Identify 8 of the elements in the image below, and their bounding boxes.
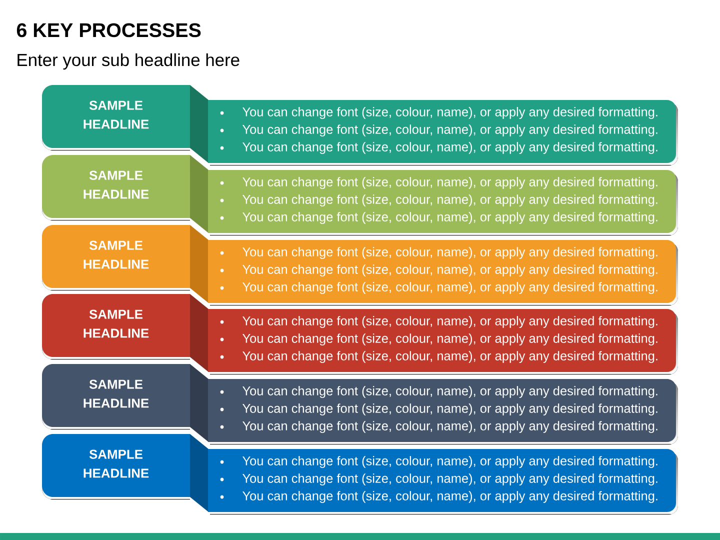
headline-tab: SAMPLE HEADLINE	[42, 85, 190, 150]
headline-tab: SAMPLE HEADLINE	[42, 364, 190, 430]
headline-tab: SAMPLE HEADLINE	[42, 155, 190, 220]
headline-tab: SAMPLE HEADLINE	[42, 294, 190, 360]
subtitle: Enter your sub headline here	[18, 53, 240, 70]
headline-tab: SAMPLE HEADLINE	[42, 434, 190, 500]
title: 6 KEY PROCESSES	[16, 23, 201, 38]
headline-tab: SAMPLE HEADLINE	[42, 225, 190, 290]
